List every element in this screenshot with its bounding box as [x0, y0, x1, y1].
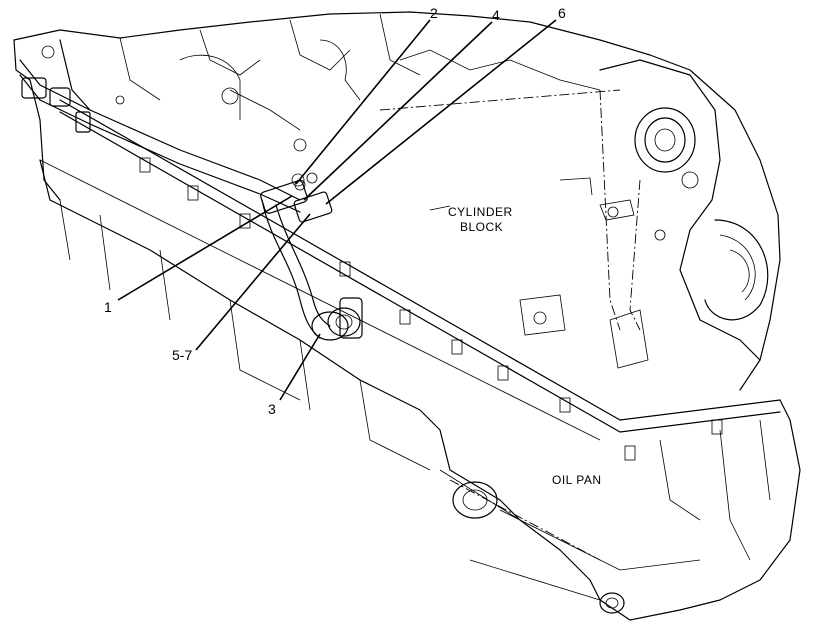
- callout-3: 3: [268, 401, 276, 417]
- leader-4: [303, 21, 493, 201]
- callout-5-7: 5-7: [172, 347, 192, 363]
- leader-2: [295, 19, 431, 185]
- leader-1: [117, 195, 293, 301]
- label-oil-pan: OIL PAN: [552, 473, 602, 487]
- oil-pan-outline: [39, 159, 801, 621]
- leader-5-7: [195, 213, 311, 351]
- callout-6: 6: [558, 5, 566, 21]
- oil-pan-rail: [39, 99, 781, 461]
- leader-6: [325, 19, 557, 205]
- cylinder-block-outline: [13, 11, 781, 391]
- callout-1: 1: [104, 299, 112, 315]
- label-cylinder-block-line1: CYLINDER: [448, 205, 513, 219]
- leader-lines: [117, 19, 557, 401]
- callout-2: 2: [430, 5, 438, 21]
- oil-tube-assembly: [19, 59, 363, 341]
- leader-3: [279, 333, 321, 401]
- label-cylinder-block-line2: BLOCK: [460, 220, 503, 234]
- callout-4: 4: [492, 7, 500, 23]
